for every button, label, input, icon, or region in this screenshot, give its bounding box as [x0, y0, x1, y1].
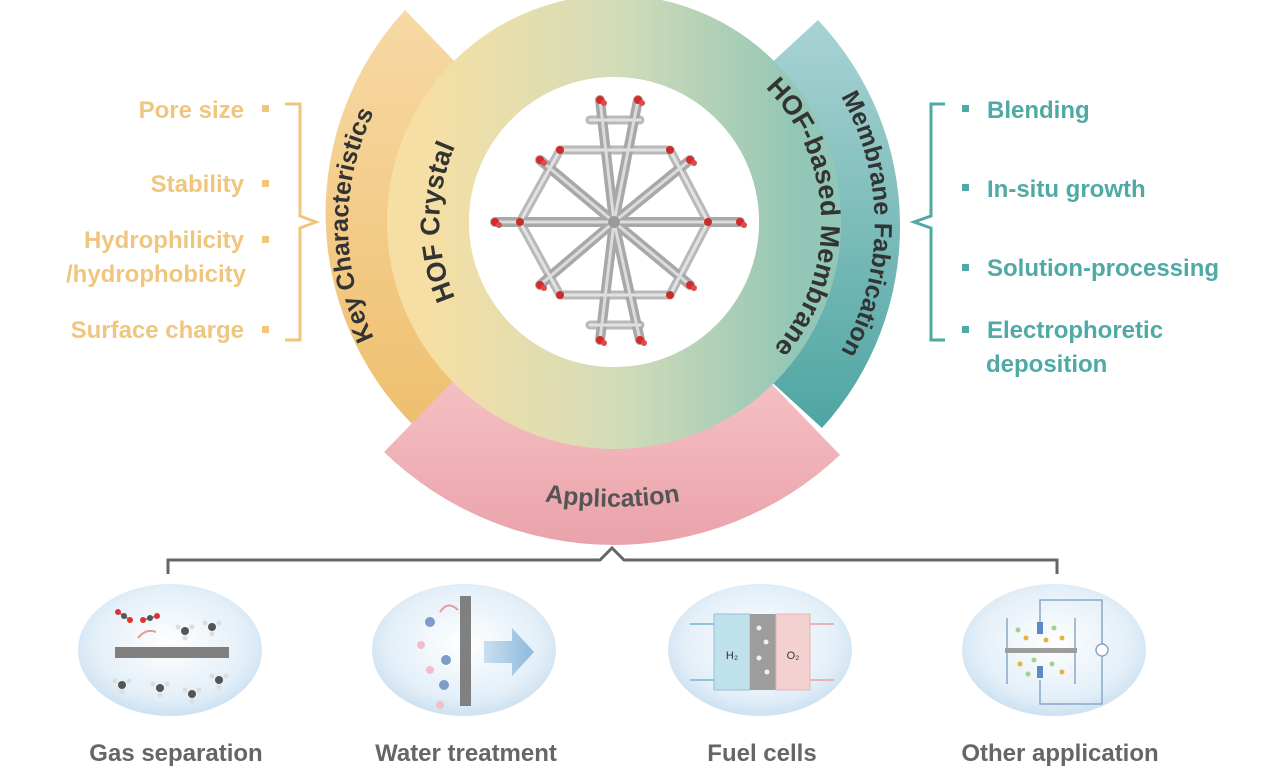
methane-molecule-icon — [112, 620, 229, 704]
framework-atom — [691, 285, 697, 291]
framework-atom — [704, 218, 712, 226]
mf-item-electrophoretic: Electrophoretic — [987, 317, 1163, 344]
framework-atom — [639, 100, 645, 106]
framework-atom — [601, 100, 607, 106]
kc-bullet — [262, 105, 269, 112]
framework-atom — [541, 160, 547, 166]
framework-bond — [598, 220, 616, 342]
water-treatment-label: Water treatment — [375, 740, 557, 767]
o2-chamber — [775, 613, 811, 691]
kc-item-hydrophobicity: /hydrophobicity — [66, 261, 247, 288]
framework-bond — [668, 148, 710, 224]
charged-particles — [1015, 625, 1065, 677]
mf-item-deposition: deposition — [986, 351, 1107, 378]
ion-dot — [426, 666, 434, 674]
gas-membrane-bar — [115, 647, 229, 658]
mf-item-in-situ-growth: In-situ growth — [987, 176, 1146, 203]
framework-atom — [741, 222, 747, 228]
water-treatment-illustration — [417, 596, 534, 709]
application-bracket — [166, 545, 1059, 574]
ion-dot — [439, 680, 449, 690]
framework-bond — [612, 220, 642, 342]
ion-dot — [417, 641, 425, 649]
ion-dot — [441, 655, 451, 665]
water-flow-arrow-icon — [484, 628, 534, 676]
application-label: Application — [544, 480, 681, 513]
framework-bond — [612, 220, 692, 287]
kc-item-stability: Stability — [151, 171, 245, 198]
membrane-fabrication-list: Blending In-situ growth Solution-process… — [909, 97, 1219, 378]
mf-bracket — [909, 102, 945, 342]
mf-bullet — [962, 105, 969, 112]
co2-molecule-icon — [115, 609, 160, 623]
ion-dot — [436, 701, 444, 709]
mf-bullet — [962, 326, 969, 333]
gas-curved-arrow-icon — [137, 629, 157, 639]
framework-bond — [538, 220, 616, 287]
kc-bullet — [262, 326, 269, 333]
h2-label: H₂ — [726, 650, 738, 662]
kc-bullet — [262, 180, 269, 187]
framework-bond — [518, 220, 562, 297]
water-curved-arrow-icon — [439, 604, 459, 613]
framework-bond — [598, 98, 616, 224]
central-ring — [387, 0, 841, 449]
kc-item-surface-charge: Surface charge — [71, 317, 244, 344]
framework-atom — [641, 340, 647, 346]
framework-atom — [541, 285, 547, 291]
fuel-cells-illustration: H₂ O₂ — [690, 613, 834, 691]
framework-atom — [666, 146, 674, 154]
fuel-cells-label: Fuel cells — [707, 740, 816, 767]
power-source-icon — [1095, 643, 1109, 657]
other-application-illustration — [1005, 599, 1109, 705]
svg-text:Application: Application — [544, 480, 681, 513]
kc-item-hydrophilicity: Hydrophilicity — [84, 227, 245, 254]
ion-dot — [425, 617, 435, 627]
key-characteristics-list: Pore size Stability Hydrophilicity /hydr… — [66, 97, 321, 344]
mf-bullet — [962, 184, 969, 191]
mf-item-blending: Blending — [987, 97, 1090, 124]
framework-atom — [556, 291, 564, 299]
electrolyte-membrane — [750, 614, 776, 690]
h2-chamber — [713, 613, 751, 691]
framework-atom — [691, 160, 697, 166]
kc-item-pore-size: Pore size — [139, 97, 244, 124]
gas-separation-label: Gas separation — [89, 740, 262, 767]
gas-separation-illustration — [112, 609, 229, 704]
framework-atom — [601, 340, 607, 346]
framework-atom — [516, 218, 524, 226]
mf-bullet — [962, 264, 969, 271]
framework-atom — [666, 291, 674, 299]
mf-item-solution-processing: Solution-processing — [987, 255, 1219, 282]
framework-bond — [612, 98, 640, 224]
framework-atom — [496, 222, 502, 228]
framework-bond — [538, 158, 616, 224]
kc-bullet — [262, 236, 269, 243]
framework-bond — [612, 158, 692, 224]
o2-label: O₂ — [787, 650, 800, 662]
framework-bond — [518, 148, 562, 224]
framework-atom — [608, 216, 620, 228]
framework-bond — [668, 220, 710, 297]
framework-atom — [556, 146, 564, 154]
kc-bracket — [285, 102, 321, 342]
other-application-label: Other application — [961, 740, 1158, 767]
electrophoresis-membrane — [1005, 648, 1077, 653]
water-membrane-bar — [460, 596, 471, 706]
hof-framework-structure — [490, 95, 747, 346]
